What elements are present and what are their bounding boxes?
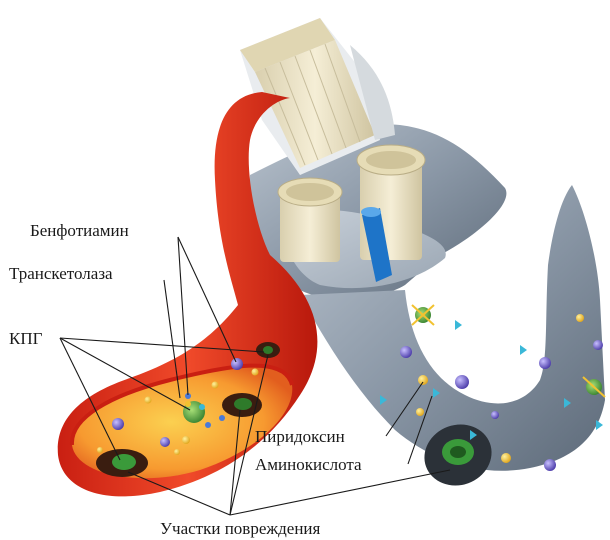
- green-enzyme-1: [412, 305, 434, 325]
- nerve-fiber-cylinder-left: [278, 178, 342, 262]
- label-kpg: КПГ: [9, 329, 43, 348]
- label-transketolase: Транскетолаза: [9, 264, 113, 283]
- label-damage-sites: Участки повреждения: [160, 519, 321, 538]
- damage-spot-1: [96, 449, 148, 477]
- nerve-fiber-cylinder-right: [357, 145, 425, 260]
- label-pyridoxine: Пиридоксин: [255, 427, 345, 446]
- kpg-molecule: [183, 401, 205, 423]
- label-benfotiamine: Бенфотиамин: [30, 221, 129, 240]
- label-amino-acid: Аминокислота: [255, 455, 362, 474]
